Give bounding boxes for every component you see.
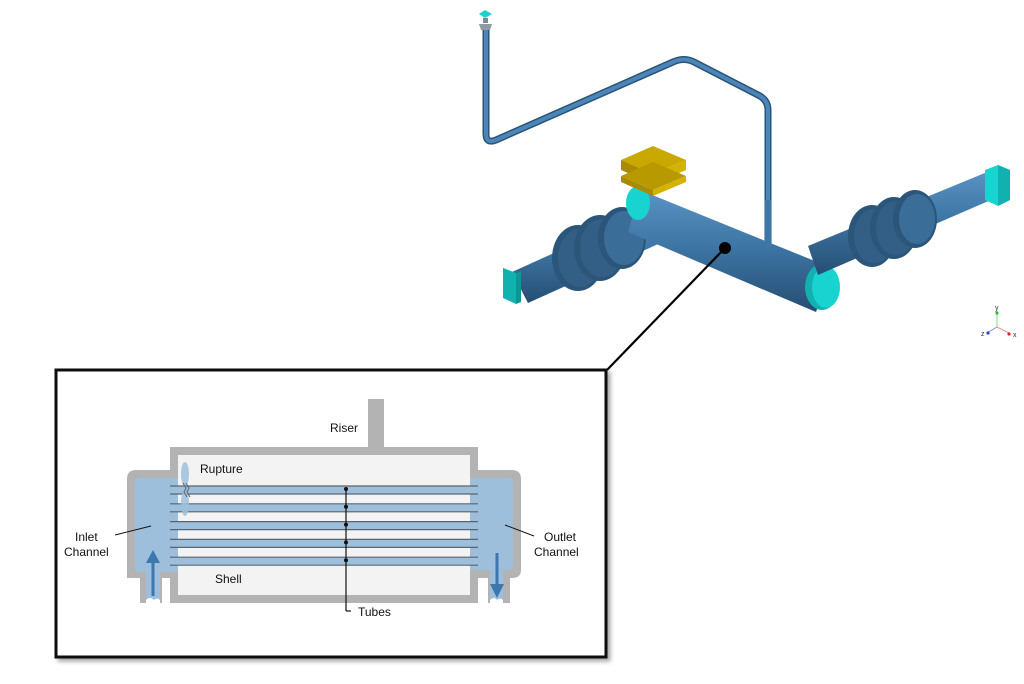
label-riser: Riser [330, 421, 358, 435]
axis-z-label: z [981, 331, 985, 338]
tube-marker-dot [344, 540, 348, 545]
label-tubes: Tubes [358, 605, 391, 619]
tubes-leader [344, 487, 351, 612]
y-axis-marker [995, 311, 999, 315]
tube-marker-dot [344, 504, 348, 509]
pipe-model-3d [479, 10, 1010, 312]
right-outlet-pipe [808, 165, 1010, 275]
label-inlet-line2: Channel [64, 545, 109, 559]
support-block [621, 146, 686, 196]
label-shell: Shell [215, 572, 242, 586]
callout-leader [606, 242, 731, 371]
callout-point [719, 242, 731, 254]
tube [170, 486, 478, 494]
label-rupture: Rupture [200, 462, 243, 476]
outlet-channel [470, 470, 521, 604]
tube-marker-dot [344, 558, 348, 563]
rupture-jet [181, 462, 191, 516]
label-inlet-line1: Inlet [75, 530, 98, 544]
left-flange-stack [552, 207, 646, 291]
riser-pipe [482, 24, 772, 248]
tube-marker-dot [344, 487, 348, 491]
tube-marker-dot [344, 522, 348, 527]
tube [170, 503, 478, 512]
tube [170, 521, 478, 530]
axis-y-label: y [995, 305, 999, 312]
inlet-arrow-head-icon [146, 550, 160, 563]
axis-x-label: x [1013, 332, 1017, 339]
inlet-leader [114, 525, 152, 536]
outlet-arrow-head-icon [490, 584, 504, 598]
inlet-channel [127, 470, 178, 604]
label-outlet-line2: Channel [534, 545, 579, 559]
z-axis-marker [986, 331, 990, 335]
riser-valve-icon [479, 10, 492, 30]
x-axis-marker [1007, 332, 1011, 336]
tube [170, 539, 478, 548]
inset-panel: Riser Rupture Inlet Channel Outlet Chann… [54, 368, 608, 659]
tube [170, 557, 478, 566]
outlet-leader [504, 524, 535, 537]
axis-triad: y z x [981, 305, 1017, 339]
exchanger-shell-3d [626, 186, 840, 312]
left-end-cap [503, 268, 521, 304]
tube-bundle [170, 485, 478, 566]
riser-junction [765, 200, 771, 248]
riser-stub [368, 399, 384, 449]
label-outlet-line1: Outlet [544, 530, 577, 544]
right-flange-stack [848, 190, 937, 267]
right-end-cap [985, 165, 1010, 206]
